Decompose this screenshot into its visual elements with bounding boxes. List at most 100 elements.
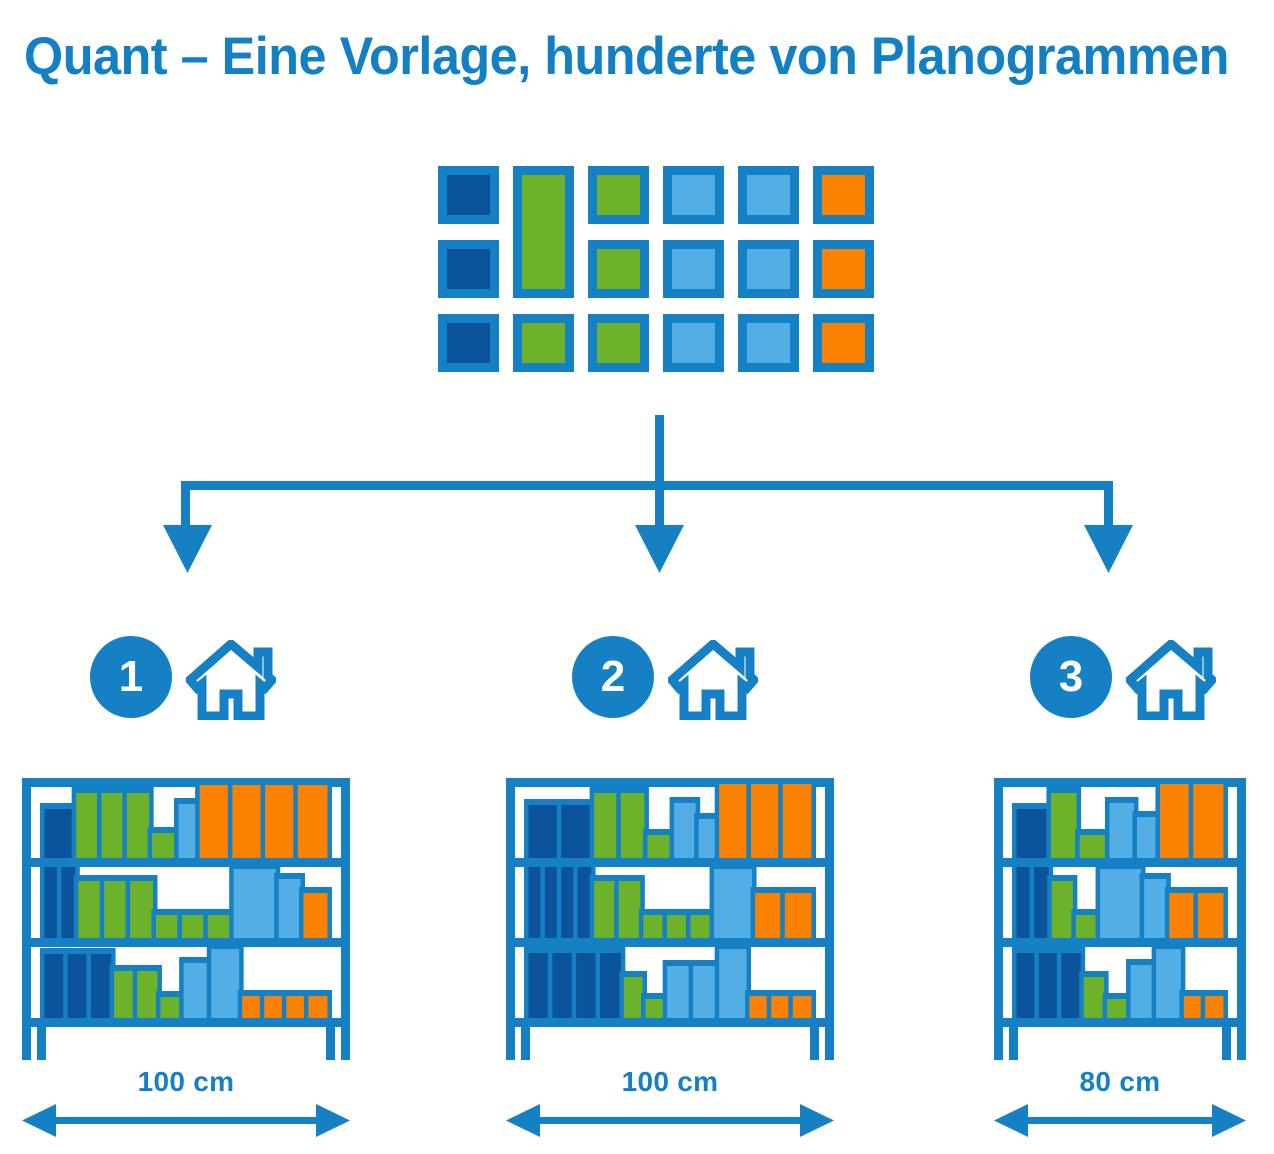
rack-leg-right bbox=[1222, 1018, 1231, 1060]
product-fill-light-blue bbox=[667, 966, 691, 1018]
store-number-badge: 1 bbox=[90, 636, 172, 718]
product-fill-green bbox=[76, 793, 99, 858]
template-cell-light-blue-swatch[interactable] bbox=[738, 166, 799, 224]
connector-bus bbox=[181, 481, 1113, 490]
product-fill-orange bbox=[784, 893, 812, 938]
product-facing[interactable] bbox=[303, 990, 332, 1018]
product-facing[interactable] bbox=[778, 778, 816, 858]
product-facing[interactable] bbox=[714, 943, 751, 1018]
product-facing[interactable] bbox=[260, 779, 300, 858]
product-facing[interactable] bbox=[1155, 778, 1195, 858]
product-fill-green bbox=[101, 793, 124, 858]
product-fill-light-blue bbox=[698, 819, 717, 858]
template-cell-dark-blue-swatch[interactable] bbox=[438, 314, 499, 372]
store-number-badge: 2 bbox=[572, 636, 654, 718]
shelf-board-1 bbox=[994, 858, 1246, 867]
template-cell-green-swatch[interactable] bbox=[513, 314, 574, 372]
template-cell-orange-swatch[interactable] bbox=[813, 240, 874, 298]
template-cell-light-blue-swatch[interactable] bbox=[738, 314, 799, 372]
product-facing[interactable] bbox=[195, 779, 234, 858]
product-facing[interactable] bbox=[229, 863, 281, 938]
product-facing[interactable] bbox=[1104, 797, 1139, 858]
template-cell-light-blue-swatch[interactable] bbox=[663, 240, 724, 298]
product-facing[interactable] bbox=[714, 778, 753, 858]
rack-leg-left bbox=[37, 1018, 46, 1060]
store-header-2: 2 bbox=[572, 636, 772, 721]
rack-leg-right bbox=[810, 1018, 819, 1060]
house-icon bbox=[1123, 638, 1219, 721]
product-facing[interactable] bbox=[1012, 803, 1053, 858]
rack-leg-right bbox=[326, 1018, 335, 1060]
product-fill-orange bbox=[750, 784, 780, 858]
dimension-arrowhead-left bbox=[22, 1104, 56, 1137]
shelf-board-3 bbox=[506, 1018, 834, 1027]
product-fill-orange bbox=[719, 784, 748, 858]
template-cell-green-tall-swatch[interactable] bbox=[513, 166, 574, 298]
product-facing[interactable] bbox=[614, 875, 645, 938]
product-facing[interactable] bbox=[556, 799, 596, 858]
product-fill-dark-blue bbox=[561, 805, 592, 858]
template-cell-light-blue-swatch[interactable] bbox=[738, 240, 799, 298]
template-cell-orange-swatch[interactable] bbox=[813, 166, 874, 224]
template-cell-green-swatch[interactable] bbox=[588, 240, 649, 298]
product-fill-green bbox=[666, 915, 688, 938]
template-cell-light-blue-swatch[interactable] bbox=[663, 166, 724, 224]
product-fill-dark-blue bbox=[528, 805, 559, 858]
product-fill-orange bbox=[264, 996, 284, 1018]
product-facing[interactable] bbox=[788, 990, 816, 1018]
product-fill-orange bbox=[303, 893, 328, 938]
product-facing[interactable] bbox=[298, 887, 332, 938]
template-cell-dark-blue-swatch[interactable] bbox=[438, 166, 499, 224]
product-facing[interactable] bbox=[780, 887, 816, 938]
product-facing[interactable] bbox=[40, 803, 78, 858]
product-facing[interactable] bbox=[125, 875, 158, 938]
product-facing[interactable] bbox=[1164, 887, 1200, 938]
product-fill-green bbox=[181, 915, 205, 938]
product-fill-green bbox=[1083, 977, 1105, 1018]
product-facing[interactable] bbox=[227, 779, 267, 858]
product-fill-dark-blue bbox=[552, 953, 574, 1018]
product-fill-green bbox=[623, 977, 643, 1018]
planogram-template-grid bbox=[438, 166, 886, 382]
rack-leg-left bbox=[1009, 1018, 1018, 1060]
house-icon bbox=[183, 638, 279, 721]
product-facing[interactable] bbox=[1200, 990, 1228, 1018]
template-cell-green-swatch[interactable] bbox=[588, 166, 649, 224]
template-cell-orange-swatch[interactable] bbox=[813, 314, 874, 372]
product-fill-green bbox=[645, 999, 665, 1018]
arrow-head-left bbox=[163, 525, 212, 573]
product-facing[interactable] bbox=[1188, 778, 1228, 858]
product-fill-light-blue bbox=[233, 869, 276, 938]
template-cell-fill bbox=[672, 323, 715, 363]
product-fill-light-blue bbox=[1130, 965, 1154, 1018]
product-facing[interactable] bbox=[746, 778, 785, 858]
dimension-line bbox=[532, 1117, 808, 1124]
store-header-1: 1 bbox=[90, 636, 290, 721]
product-fill-light-blue bbox=[211, 949, 240, 1018]
product-facing[interactable] bbox=[709, 863, 757, 938]
product-fill-dark-blue bbox=[90, 954, 112, 1018]
product-fill-green bbox=[1079, 835, 1107, 858]
connector-drop-left bbox=[181, 481, 190, 529]
product-fill-light-blue bbox=[674, 803, 696, 858]
product-facing[interactable] bbox=[524, 799, 563, 858]
template-cell-green-swatch[interactable] bbox=[588, 314, 649, 372]
template-cell-fill bbox=[747, 323, 790, 363]
product-fill-dark-blue bbox=[1016, 809, 1048, 858]
product-facing[interactable] bbox=[1095, 863, 1146, 938]
product-fill-orange bbox=[232, 785, 263, 858]
product-facing[interactable] bbox=[616, 787, 649, 858]
rack-upright-left bbox=[506, 778, 515, 1060]
template-cell-fill bbox=[672, 175, 715, 215]
product-facing[interactable] bbox=[206, 943, 244, 1018]
product-facing[interactable] bbox=[293, 779, 332, 858]
product-fill-green bbox=[1075, 915, 1098, 938]
product-facing[interactable] bbox=[1193, 887, 1228, 938]
template-cell-light-blue-swatch[interactable] bbox=[663, 314, 724, 372]
dimension-line bbox=[48, 1117, 324, 1124]
product-fill-dark-blue bbox=[600, 953, 621, 1018]
shelf-board-1 bbox=[506, 858, 834, 867]
template-cell-dark-blue-swatch[interactable] bbox=[438, 240, 499, 298]
product-fill-dark-blue bbox=[561, 865, 575, 938]
